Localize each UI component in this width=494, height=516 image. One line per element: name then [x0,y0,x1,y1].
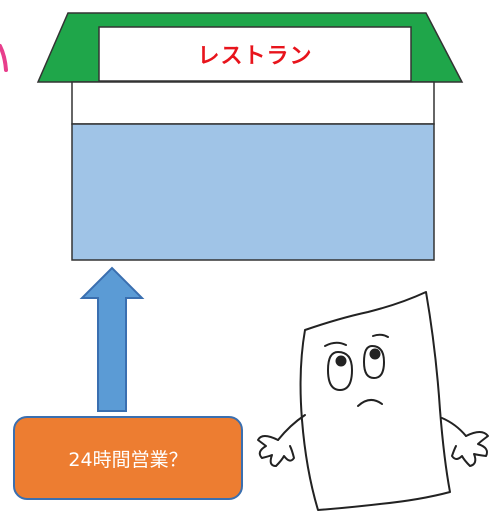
restaurant-body [71,123,435,261]
left-hand [257,435,295,467]
restaurant-facade [71,81,435,125]
up-arrow [79,266,145,412]
right-eyebrow [372,333,389,338]
restaurant-sign-label: レストラン [197,44,313,69]
restaurant-building [36,12,464,261]
restaurant-sign-board [98,26,412,82]
right-hand [451,431,489,467]
worried-mouth [357,399,383,407]
left-eyebrow [324,341,347,347]
right-arm [441,417,467,437]
worried-paper-character-icon [257,291,489,511]
pink-accent-mark [0,44,8,72]
left-arm [277,414,306,441]
left-pupil [335,355,347,367]
business-hours-callout: 24時間営業？ [13,416,243,500]
right-pupil [369,348,381,360]
